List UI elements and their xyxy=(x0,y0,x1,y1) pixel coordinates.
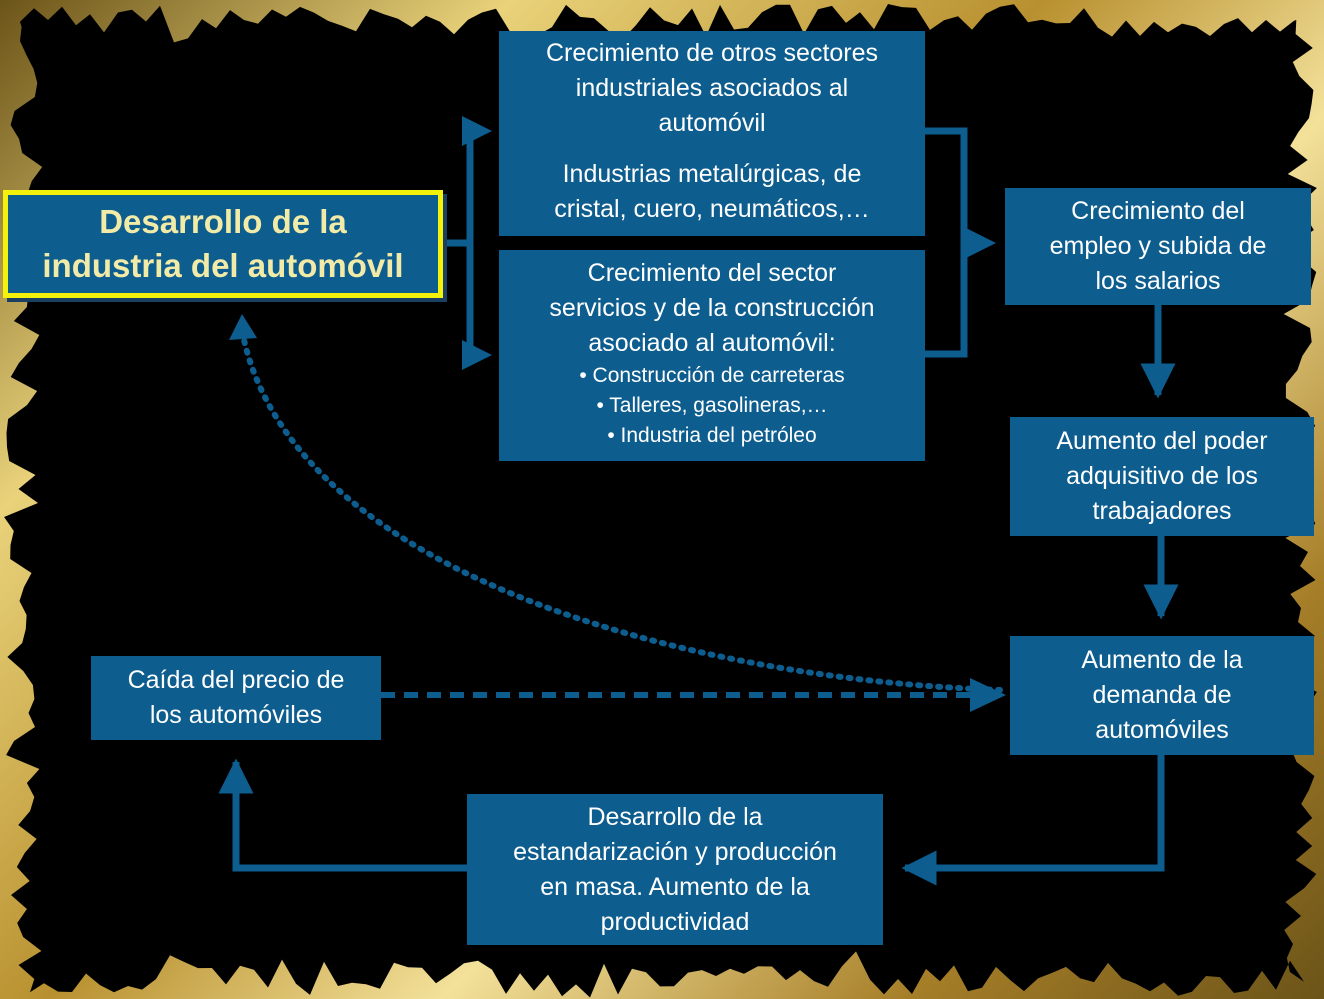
precio-line-2: los automóviles xyxy=(149,701,323,729)
node-crecimiento-empleo: Crecimiento del empleo y subida de los s… xyxy=(1005,188,1311,305)
main-line-2: industria del automóvil xyxy=(42,247,404,284)
node-poder-adquisitivo: Aumento del poder adquisitivo de los tra… xyxy=(1010,417,1314,536)
node-caida-precio: Caída del precio de los automóviles xyxy=(91,656,381,740)
estandar-line-2: estandarización y producción xyxy=(513,837,837,866)
empleo-line-1: Crecimiento del xyxy=(1071,197,1245,225)
demanda-line-3: automóviles xyxy=(1095,716,1229,744)
node-otros-sectores: Crecimiento de otros sectores industrial… xyxy=(499,31,925,236)
node-sector-servicios: Crecimiento del sector servicios y de la… xyxy=(499,250,925,461)
node-main-industria-automovil: Desarrollo de la industria del automóvil xyxy=(3,190,443,298)
poder-line-2: adquisitivo de los xyxy=(1066,462,1258,490)
estandar-line-3: en masa. Aumento de la xyxy=(540,872,810,901)
servicios-item-3: • Industria del petróleo xyxy=(607,424,817,447)
empleo-line-3: los salarios xyxy=(1095,267,1221,295)
otros-line-4: Industrias metalúrgicas, de xyxy=(562,160,862,188)
poder-line-1: Aumento del poder xyxy=(1056,427,1268,455)
demanda-line-2: demanda de xyxy=(1092,681,1232,709)
estandar-line-1: Desarrollo de la xyxy=(587,802,763,831)
poder-line-3: trabajadores xyxy=(1092,497,1232,525)
node-estandarizacion: Desarrollo de la estandarización y produ… xyxy=(467,794,883,945)
otros-line-1: Crecimiento de otros sectores xyxy=(545,39,879,67)
servicios-line-3: asociado al automóvil: xyxy=(588,329,836,357)
empleo-line-2: empleo y subida de xyxy=(1049,232,1267,260)
servicios-line-1: Crecimiento del sector xyxy=(587,259,837,287)
estandar-line-4: productividad xyxy=(600,907,750,936)
servicios-item-2: • Talleres, gasolineras,… xyxy=(596,394,828,417)
node-demanda-automoviles: Aumento de la demanda de automóviles xyxy=(1010,636,1314,755)
otros-line-3: automóvil xyxy=(658,109,766,137)
otros-line-2: industriales asociados al xyxy=(575,74,849,102)
servicios-line-2: servicios y de la construcción xyxy=(549,294,875,322)
otros-line-5: cristal, cuero, neumáticos,… xyxy=(554,195,870,223)
demanda-line-1: Aumento de la xyxy=(1081,646,1243,674)
servicios-item-1: • Construcción de carreteras xyxy=(579,364,845,387)
precio-line-1: Caída del precio de xyxy=(127,666,345,694)
main-line-1: Desarrollo de la xyxy=(99,203,347,240)
